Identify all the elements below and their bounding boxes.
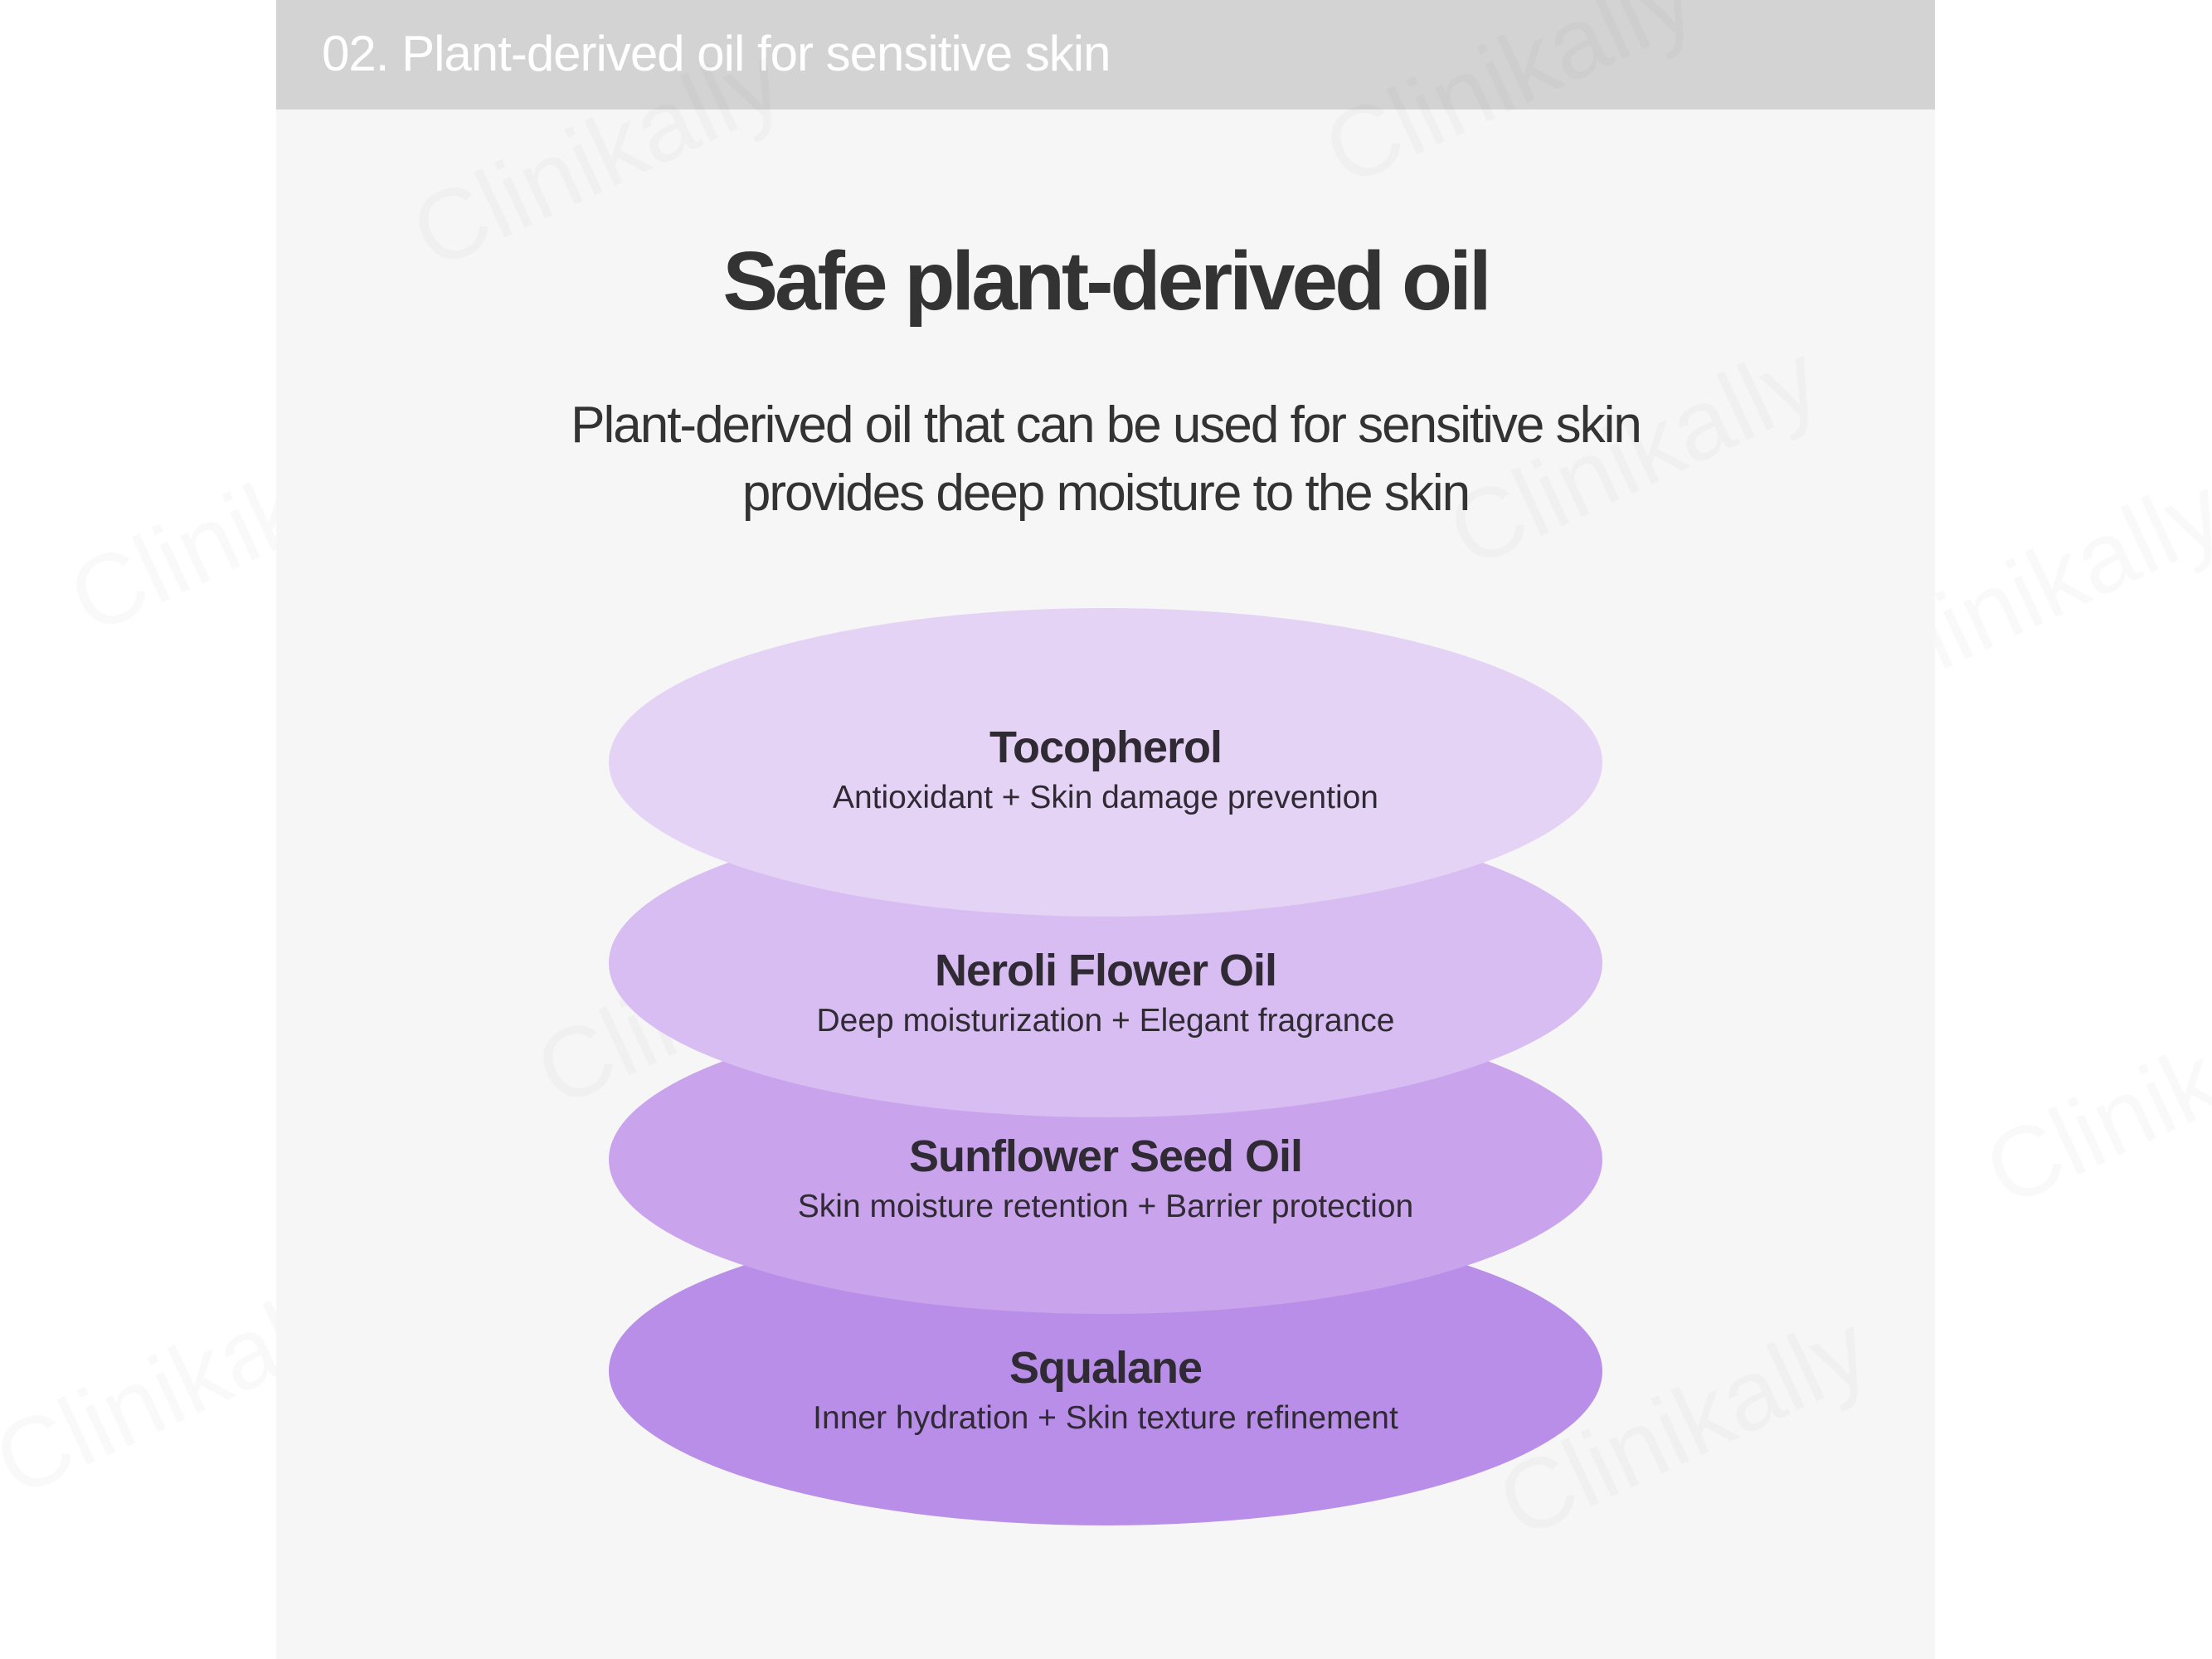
subtitle-line: Plant-derived oil that can be used for s… — [571, 397, 1642, 454]
layer-tocopherol-name: Tocopherol — [989, 722, 1223, 772]
page-title: Safe plant-derived oil — [722, 235, 1491, 328]
subtitle-line: provides deep moisture to the skin — [741, 465, 1471, 522]
page-subtitle: Plant-derived oil that can be used for s… — [276, 392, 1935, 528]
content-panel: 02. Plant-derived oil for sensitive skin… — [276, 0, 1935, 1659]
layer-tocopherol-ellipse — [609, 608, 1602, 917]
layer-sunflower-name: Sunflower Seed Oil — [908, 1131, 1303, 1181]
section-title: 02. Plant-derived oil for sensitive skin — [322, 26, 1111, 81]
layer-neroli-name: Neroli Flower Oil — [934, 946, 1277, 995]
layer-sunflower-desc: Skin moisture retention + Barrier protec… — [797, 1189, 1414, 1224]
layer-squalane-desc: Inner hydration + Skin texture refinemen… — [813, 1400, 1398, 1436]
ingredient-stack: Tocopherol Antioxidant + Skin damage pre… — [276, 0, 1935, 1659]
section-header-bar: 02. Plant-derived oil for sensitive skin — [276, 0, 1935, 109]
layer-neroli-desc: Deep moisturization + Elegant fragrance — [816, 1003, 1395, 1039]
layer-squalane-name: Squalane — [1009, 1343, 1203, 1393]
watermark: Clinikally — [1968, 959, 2212, 1228]
layer-tocopherol-desc: Antioxidant + Skin damage prevention — [832, 780, 1378, 815]
